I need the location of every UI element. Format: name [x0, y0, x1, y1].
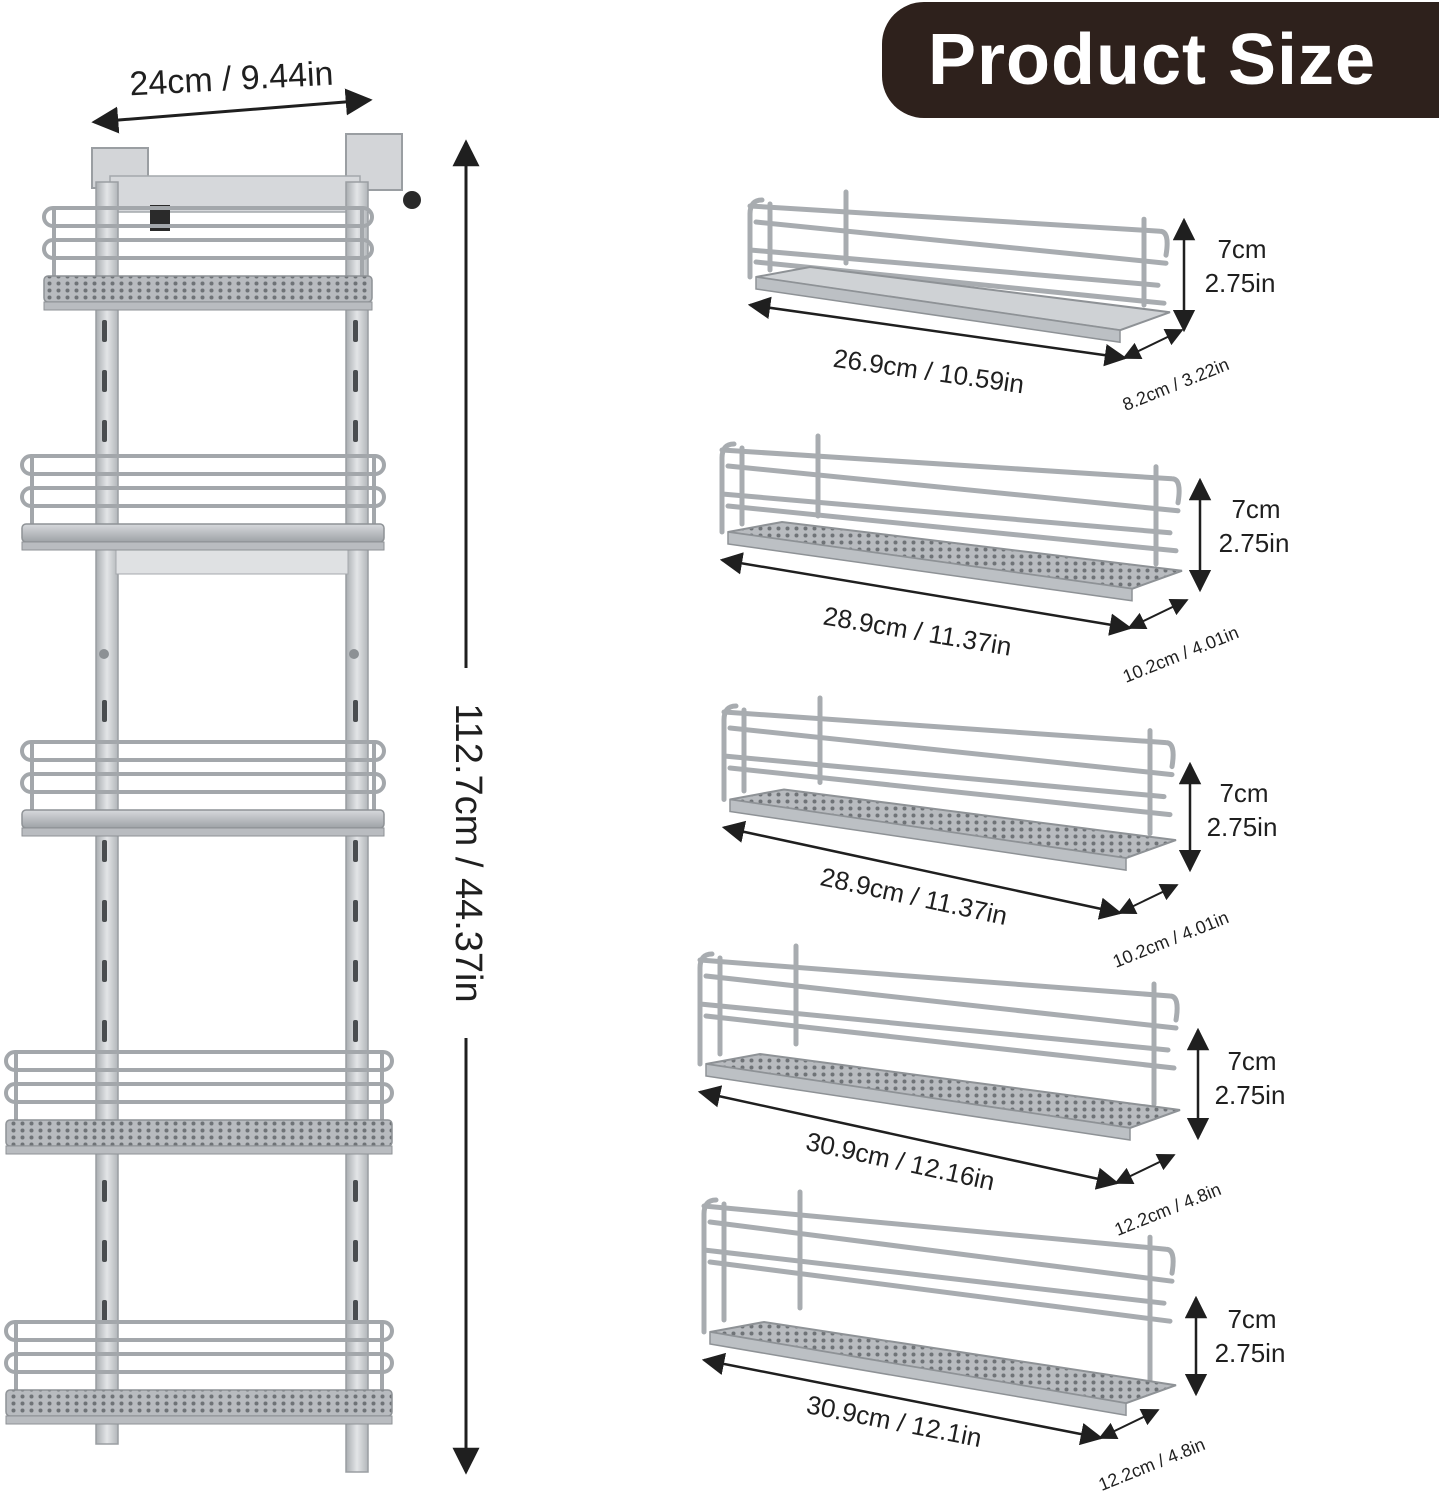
basket-3: 28.9cm / 11.37in 10.2cm / 4.01in 7cm 2.75in: [721, 695, 1278, 972]
basket-depth-arrow: [1122, 328, 1184, 360]
basket-depth-label: 8.2cm / 3.22in: [1120, 354, 1232, 415]
product-size-badge: Product Size: [882, 2, 1439, 118]
basket-length-arrow: [747, 296, 1128, 367]
basket-depth-label: 10.2cm / 4.01in: [1110, 907, 1232, 972]
basket-height-in: 2.75in: [1207, 812, 1278, 842]
basket-length-label: 28.9cm / 11.37in: [821, 601, 1014, 662]
basket-depth-arrow: [1127, 598, 1189, 630]
product-size-title: Product Size: [927, 20, 1377, 100]
basket-length-arrow: [697, 1085, 1120, 1190]
basket-depth-arrow: [1117, 883, 1179, 915]
basket-5: 30.9cm / 12.1in 12.2cm / 4.8in 7cm 2.75in: [701, 1189, 1286, 1495]
basket-depth-label: 12.2cm / 4.8in: [1096, 1434, 1208, 1495]
rack-width-arrow: [91, 88, 373, 134]
basket-depth-label: 12.2cm / 4.8in: [1112, 1179, 1224, 1240]
basket-height-cm: 7cm: [1227, 1046, 1276, 1076]
basket-depth-arrow: [1114, 1153, 1176, 1185]
rack-illustration: [91, 133, 421, 1473]
rack-shelf: [42, 206, 374, 311]
basket-height-cm: 7cm: [1217, 234, 1266, 264]
basket-height-in: 2.75in: [1215, 1080, 1286, 1110]
basket-height-in: 2.75in: [1205, 268, 1276, 298]
basket-height-cm: 7cm: [1227, 1304, 1276, 1334]
basket-height-in: 2.75in: [1219, 528, 1290, 558]
rack-shelf: [4, 1050, 394, 1155]
basket-height-cm: 7cm: [1231, 494, 1280, 524]
rack-height-label: 112.7cm / 44.37in: [447, 703, 489, 1002]
basket-depth-arrow: [1098, 1408, 1160, 1440]
basket-height-cm: 7cm: [1219, 778, 1268, 808]
rack-shelf: [20, 454, 386, 551]
basket-depth-label: 10.2cm / 4.01in: [1120, 622, 1242, 687]
rack-dimensions: 24cm / 9.44in 112.7cm / 44.37in: [91, 55, 489, 1475]
rack-width-label: 24cm / 9.44in: [129, 55, 335, 104]
rack-shelves: [4, 206, 394, 1425]
basket-length-label: 28.9cm / 11.37in: [818, 861, 1010, 931]
basket-2: 28.9cm / 11.37in 10.2cm / 4.01in 7cm 2.75in: [719, 433, 1290, 687]
rack-shelf: [20, 740, 386, 837]
basket-length-arrow: [721, 820, 1123, 920]
basket-1: 26.9cm / 10.59in 8.2cm / 3.22in 7cm 2.75in: [747, 189, 1276, 415]
basket-length-label: 30.9cm / 12.1in: [804, 1389, 984, 1453]
basket-length-arrow: [719, 552, 1133, 636]
basket-length-arrow: [701, 1352, 1104, 1446]
basket-height-in: 2.75in: [1215, 1338, 1286, 1368]
basket-length-label: 26.9cm / 10.59in: [831, 343, 1026, 399]
rack-shelf: [4, 1320, 394, 1425]
